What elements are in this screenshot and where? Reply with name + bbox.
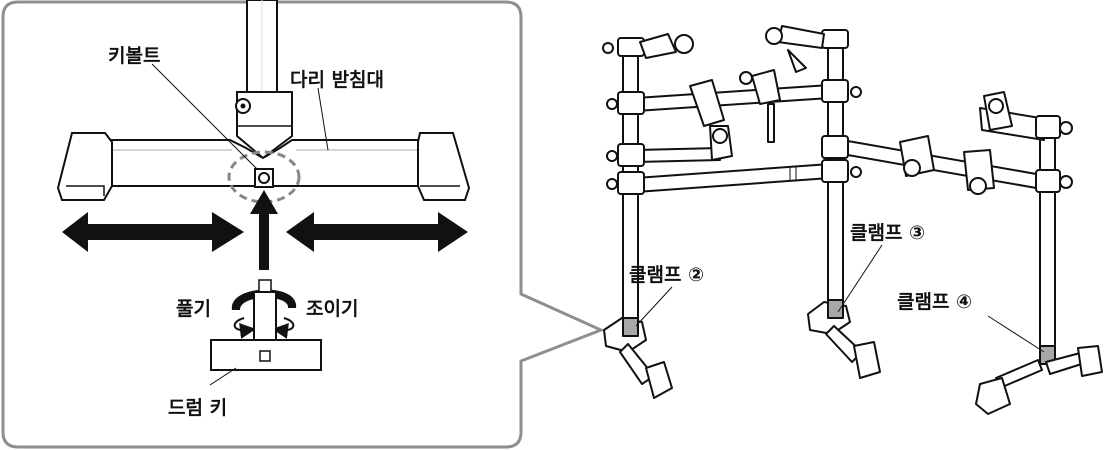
drum-rack [602, 25, 1103, 415]
drum-key [210, 279, 322, 371]
clamp-3-leader [837, 244, 883, 313]
key-bolt-label: 키볼트 [108, 45, 160, 67]
tighten-label: 조이기 [306, 298, 358, 320]
leg-pipe [246, 0, 278, 97]
rack-clamp-side-arm [899, 135, 995, 195]
rotation-arc-icon [231, 289, 297, 310]
rack-tom-mounts [689, 69, 781, 161]
clamp-4-label: 클램프 ④ [897, 291, 972, 313]
rack-clamps-center-column [821, 79, 862, 183]
rack-clamp-right-top [979, 91, 1073, 193]
loosen-label: 풀기 [176, 298, 211, 320]
rack-clamps-left-column [606, 91, 645, 195]
clamp-2-label: 클램프 ② [629, 264, 704, 286]
rack-clamp-top-center [765, 25, 849, 73]
rack-pipe-right [1039, 119, 1056, 359]
clamp-2-leader [635, 286, 673, 327]
leg-clamp [235, 91, 293, 160]
rack-clamp-3 [827, 299, 844, 319]
leg-stand-label: 다리 받침대 [290, 69, 384, 91]
rack-bar-middle [635, 147, 721, 163]
callout-panel: 키볼트 다리 받침대 풀기 조이기 드럼 키 [1, 0, 605, 449]
drum-key-label: 드럼 키 [168, 397, 227, 419]
leg-end-cap-left [56, 132, 113, 201]
drum-key-leader [209, 367, 237, 386]
rack-clamp-top-left [602, 33, 694, 59]
double-arrow-right [286, 212, 468, 252]
rack-foot-left [603, 317, 673, 399]
loosen-arrow-icon [233, 317, 256, 339]
rack-bar-lower [635, 163, 831, 193]
leg-stand-leader [317, 87, 329, 151]
tighten-arrow-icon [272, 317, 295, 339]
rack-bar-upper [635, 84, 831, 112]
double-arrow-left [62, 212, 244, 252]
clamp-3-label: 클램프 ③ [850, 222, 925, 244]
leg-end-cap-right [417, 132, 471, 201]
clamp-4-leader [987, 315, 1045, 353]
rack-foot-right [975, 345, 1103, 415]
rack-clamp-2 [622, 317, 639, 337]
key-bolt [254, 168, 274, 188]
insert-arrow-up [250, 190, 278, 270]
rack-bar-side [841, 139, 1043, 190]
key-bolt-highlight [227, 150, 301, 204]
key-bolt-leader [151, 63, 259, 171]
rack-foot-center [807, 299, 881, 379]
